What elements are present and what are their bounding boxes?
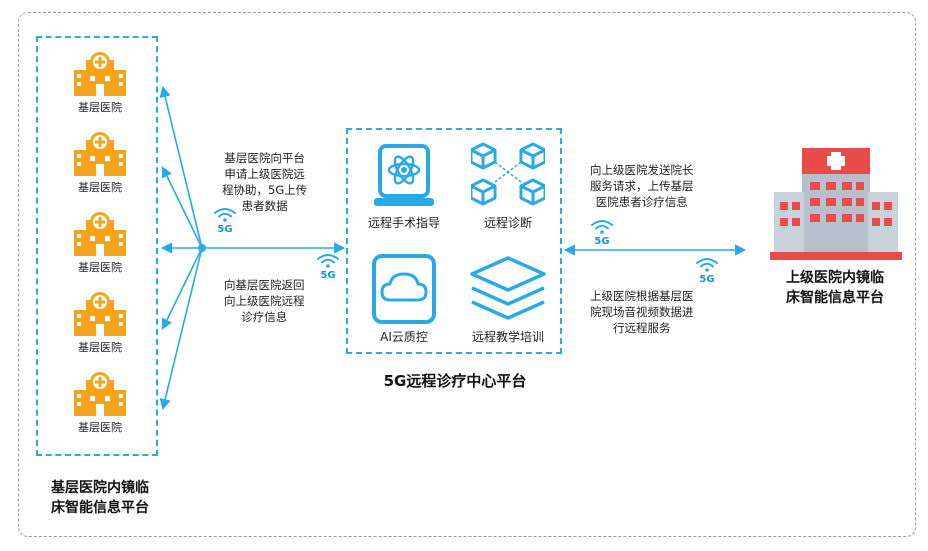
wifi-signal-icon: [591, 220, 613, 234]
signal-label: 5G: [320, 270, 336, 281]
signal-label: 5G: [594, 236, 610, 247]
note-left-top: 基层医院向平台 申请上级医院远 程协助，5G上传 患者数据: [222, 150, 307, 214]
service-label: 远程手术指导: [367, 216, 440, 230]
service-label: AI云质控: [380, 330, 428, 344]
clinic-3: 基层医院: [66, 210, 134, 275]
left-platform-caption: 基层医院内镜临 床智能信息平台: [30, 478, 170, 518]
clinic-building-icon: [74, 52, 126, 96]
clinic-label: 基层医院: [78, 341, 122, 354]
signal-5g-4: 5G: [692, 256, 722, 285]
clinic-building-icon: [74, 132, 126, 176]
wifi-signal-icon: [696, 258, 718, 272]
link-clinic-5: [159, 247, 203, 411]
service-remote-diagnosis: 远程诊断: [460, 140, 556, 231]
clinic-4: 基层医院: [66, 290, 134, 355]
center-platform-caption: 5G远程诊疗中心平台: [383, 372, 527, 390]
note-line: 向基层医院返回: [224, 278, 305, 292]
wifi-signal-icon: [214, 208, 236, 222]
note-line: 院现场音视频数据进: [590, 305, 694, 319]
note-right-top: 向上级医院发送院长 服务请求，上传基层 医院患者诊疗信息: [590, 162, 694, 210]
diagram-frame: [18, 12, 916, 537]
service-label: 远程教学培训: [471, 330, 544, 344]
note-right-bottom: 上级医院根据基层医 院现场音视频数据进 行远程服务: [590, 288, 694, 336]
note-line: 申请上级医院远: [224, 167, 305, 181]
clinic-label: 基层医院: [78, 101, 122, 114]
link-clinic-1: [159, 85, 203, 249]
note-line: 上级医院根据基层医: [590, 289, 694, 303]
hub-dot: [198, 244, 206, 252]
service-ai-quality: AI云质控: [356, 254, 452, 345]
service-remote-surgery: 远程手术指导: [356, 140, 452, 231]
right-caption-line2: 床智能信息平台: [786, 290, 884, 306]
right-caption-line1: 上级医院内镜临: [786, 270, 884, 286]
note-line: 程协助，5G上传: [222, 183, 308, 197]
clinic-building-icon: [74, 372, 126, 416]
note-line: 患者数据: [241, 199, 288, 213]
note-left-bottom: 向基层医院返回 向上级医院远程 诊疗信息: [224, 277, 305, 325]
clinic-building-icon: [74, 212, 126, 256]
clinic-2: 基层医院: [66, 130, 134, 195]
note-line: 向上级医院远程: [224, 294, 305, 308]
clinic-1: 基层医院: [66, 50, 134, 115]
note-line: 行远程服务: [613, 321, 671, 335]
left-caption-line1: 基层医院内镜临: [51, 480, 149, 496]
clinic-label: 基层医院: [78, 421, 122, 434]
note-line: 医院患者诊疗信息: [595, 195, 688, 209]
service-label: 远程诊断: [483, 216, 532, 230]
clinic-label: 基层医院: [78, 261, 122, 274]
clinic-label: 基层医院: [78, 181, 122, 194]
left-platform-box: [36, 36, 158, 456]
note-line: 诊疗信息: [241, 310, 288, 324]
wifi-signal-icon: [317, 254, 339, 268]
note-line: 向上级医院发送院长: [590, 163, 694, 177]
link-clinic-4: [161, 247, 203, 331]
layers-stack-icon: [470, 256, 546, 320]
right-platform-caption: 上级医院内镜临 床智能信息平台: [760, 268, 910, 308]
link-clinic-2: [161, 165, 203, 249]
note-line: 服务请求，上传基层: [590, 179, 694, 193]
hospital-building-icon: [770, 148, 902, 260]
signal-5g-3: 5G: [587, 218, 617, 247]
laptop-atom-icon: [374, 144, 434, 206]
upper-hospital: [770, 148, 902, 264]
clinic-building-icon: [74, 292, 126, 336]
left-caption-line2: 床智能信息平台: [51, 500, 149, 516]
signal-5g-1: 5G: [210, 206, 240, 235]
service-remote-teaching: 远程教学培训: [460, 254, 556, 345]
signal-label: 5G: [217, 224, 233, 235]
signal-label: 5G: [699, 274, 715, 285]
note-line: 基层医院向平台: [224, 151, 305, 165]
clinic-5: 基层医院: [66, 370, 134, 435]
signal-5g-2: 5G: [313, 252, 343, 281]
network-cubes-icon: [469, 142, 547, 206]
center-platform-box: [346, 128, 562, 354]
cloud-icon: [372, 254, 436, 324]
